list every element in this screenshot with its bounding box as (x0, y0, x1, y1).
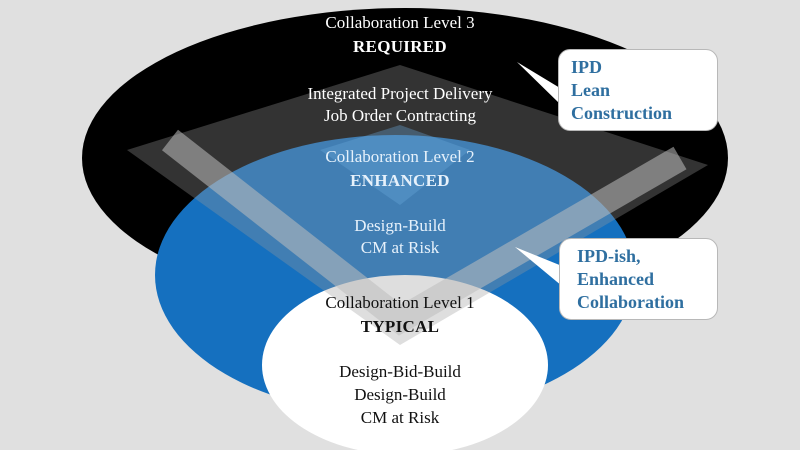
level2-method-2: CM at Risk (360, 238, 440, 257)
level3-label: REQUIRED (352, 37, 448, 56)
callout-level2-line-3: Collaboration (577, 292, 685, 312)
callout-pointer-1 (517, 62, 560, 104)
callout-level3: IPD Lean Construction (558, 49, 718, 131)
callout-level2-line-2: Enhanced (577, 269, 655, 289)
callout-level3-line-3: Construction (571, 103, 673, 123)
level2-method-1: Design-Build (354, 216, 446, 235)
callout-pointer-2 (515, 247, 562, 286)
level3-title: Collaboration Level 3 (325, 13, 475, 32)
chevron-overlay (127, 65, 708, 345)
inner-diamond (320, 125, 470, 205)
level1-method-3: CM at Risk (360, 408, 440, 427)
level2-label: ENHANCED (350, 171, 450, 190)
callout-level3-line-1: IPD (571, 57, 602, 77)
level1-title: Collaboration Level 1 (325, 293, 475, 312)
level3-method-1: Integrated Project Delivery (307, 84, 493, 103)
level1-ellipse (262, 275, 548, 450)
callout-level3-line-2: Lean (571, 80, 611, 100)
callout-level2-line-1: IPD-ish, (577, 246, 641, 266)
callout-level2: IPD-ish, Enhanced Collaboration (559, 238, 718, 320)
chevron-band (161, 129, 687, 336)
level2-title: Collaboration Level 2 (325, 147, 475, 166)
level1-method-2: Design-Build (354, 385, 446, 404)
level3-method-2: Job Order Contracting (323, 106, 477, 125)
level1-method-1: Design-Bid-Build (339, 362, 461, 381)
level1-label: TYPICAL (360, 317, 440, 336)
